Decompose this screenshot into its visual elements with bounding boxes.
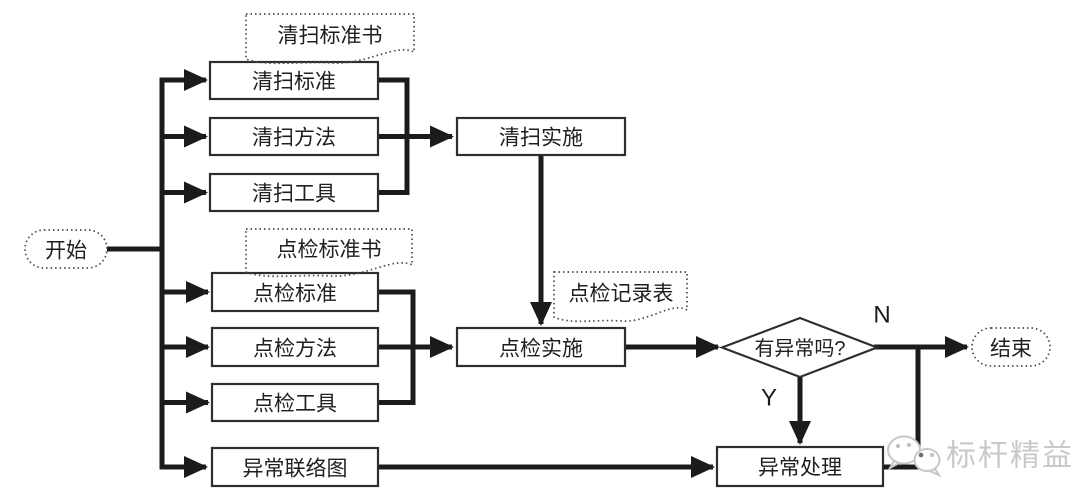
end-node — [971, 327, 1051, 367]
abnormal-contact-label: 异常联络图 — [243, 458, 348, 481]
decision-diamond — [718, 316, 881, 379]
wechat-chat-bubbles-icon — [887, 435, 942, 478]
start-node — [24, 229, 108, 269]
check-standard-label: 点检标准 — [253, 283, 337, 306]
check-doc-shape — [245, 228, 413, 278]
clean-tool-label: 清扫工具 — [252, 183, 336, 206]
clean-exec-label: 清扫实施 — [499, 127, 583, 150]
decision-yes-label: Y — [761, 385, 777, 412]
check-exec-box — [455, 326, 627, 368]
check-tool-label: 点检工具 — [253, 393, 337, 416]
check-record-label: 点检记录表 — [569, 283, 674, 306]
watermark: 标杆精益 — [887, 435, 1074, 478]
abnormal-handle-box — [715, 445, 885, 488]
clean-standard-box — [208, 60, 380, 101]
check-doc-label: 点检标准书 — [277, 239, 382, 262]
check-tool-box — [210, 382, 380, 423]
check-method-label: 点检方法 — [253, 338, 337, 361]
abnormal-contact-box — [210, 446, 380, 488]
start-label: 开始 — [45, 240, 87, 263]
abnormal-handle-label: 异常处理 — [758, 457, 842, 480]
clean-standard-label: 清扫标准 — [252, 71, 336, 94]
decision-label: 有异常吗? — [754, 337, 845, 360]
check-standard-box — [210, 271, 380, 313]
node-labels: 清扫标准书 清扫标准 清扫方法 清扫工具 清扫实施 点检标准书 点检标准 点检方… — [45, 25, 1032, 481]
decision-no-label: N — [873, 302, 890, 329]
process-boxes — [208, 60, 885, 488]
check-record-shape — [553, 271, 688, 323]
clean-tool-box — [208, 172, 380, 213]
clean-method-label: 清扫方法 — [252, 127, 336, 150]
clean-exec-box — [455, 116, 627, 157]
end-label: 结束 — [990, 338, 1032, 361]
watermark-text: 标杆精益 — [946, 440, 1074, 473]
check-exec-label: 点检实施 — [499, 338, 583, 361]
clean-doc-label: 清扫标准书 — [278, 25, 383, 48]
check-method-box — [210, 326, 380, 368]
clean-method-box — [208, 116, 380, 157]
